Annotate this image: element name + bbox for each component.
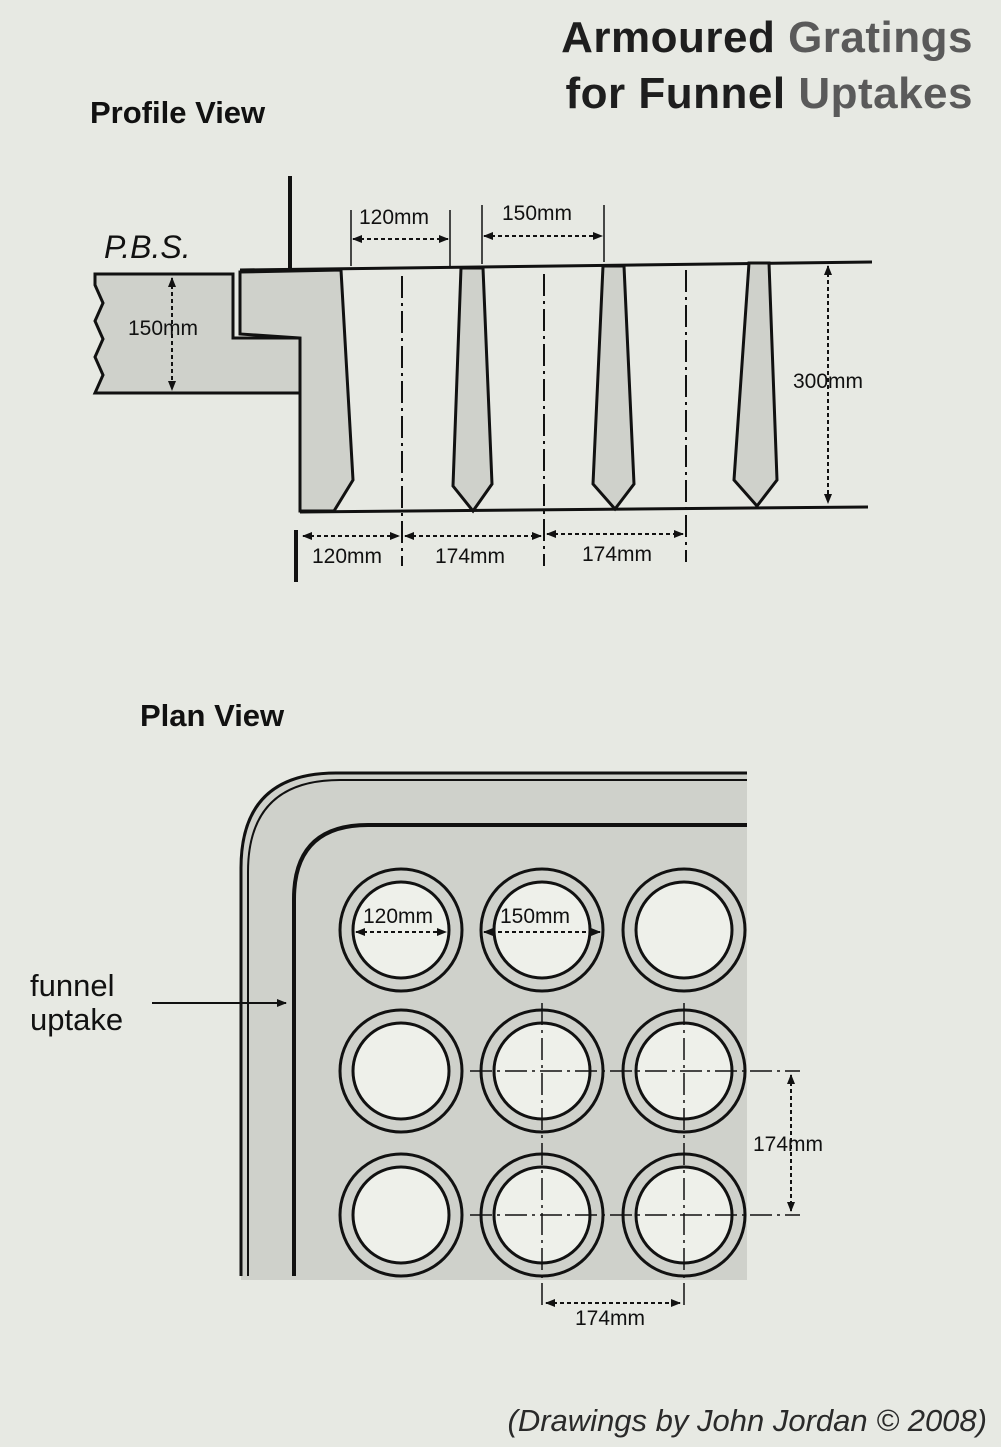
grating-hole — [621, 867, 747, 993]
uptake-inner-edge — [292, 823, 747, 1276]
grating-hole — [479, 867, 605, 993]
grating-hole — [338, 1152, 464, 1278]
title-line2-dark: for Funnel — [565, 69, 786, 118]
dim-label-inner-diameter: 120mm — [363, 905, 433, 928]
dim-label-deck-thickness: 150mm — [128, 317, 198, 340]
callout-line1: funnel — [30, 968, 114, 1003]
plan-view-drawing: 120mm 150mm 174mm 174mm funnel uptake — [30, 771, 823, 1330]
grating-bottom-line — [299, 505, 869, 514]
diagram-title: Armoured Gratings for Funnel Uptakes — [561, 10, 973, 122]
grating-bar-3 — [732, 261, 779, 509]
grating-top-line — [239, 260, 873, 272]
pbs-label: P.B.S. — [104, 229, 191, 265]
dim-label-depth: 300mm — [793, 370, 863, 393]
dim-label-bottom-second: 174mm — [435, 545, 505, 568]
profile-view-drawing: P.B.S. 150mm 120mm 150mm 300mm 120mm 174… — [92, 176, 873, 582]
grating-hole — [338, 867, 464, 993]
dim-label-bottom-third: 174mm — [582, 543, 652, 566]
plan-view-label: Plan View — [140, 698, 285, 733]
dim-label-vertical-pitch: 174mm — [753, 1133, 823, 1156]
dim-label-top-spacing: 150mm — [502, 202, 572, 225]
title-line1-dark: Armoured — [561, 13, 776, 62]
dim-label-outer-diameter: 150mm — [500, 905, 570, 928]
uptake-outer-edge-inner — [247, 779, 747, 1276]
drawing-credit: (Drawings by John Jordan © 2008) — [507, 1403, 987, 1438]
grating-bar-1 — [451, 266, 494, 514]
profile-view-label: Profile View — [90, 95, 266, 130]
title-line2-gray: Uptakes — [798, 69, 973, 118]
dim-label-horizontal-pitch: 174mm — [575, 1307, 645, 1330]
title-line1-gray: Gratings — [788, 13, 973, 62]
callout-line2: uptake — [30, 1002, 123, 1037]
dim-label-top-gap: 120mm — [359, 206, 429, 229]
deck-plate — [92, 272, 302, 395]
dim-label-bottom-first: 120mm — [312, 545, 382, 568]
uptake-outer-edge — [239, 771, 747, 1276]
grating-bar-2 — [591, 264, 636, 512]
grating-hole — [338, 1008, 464, 1134]
